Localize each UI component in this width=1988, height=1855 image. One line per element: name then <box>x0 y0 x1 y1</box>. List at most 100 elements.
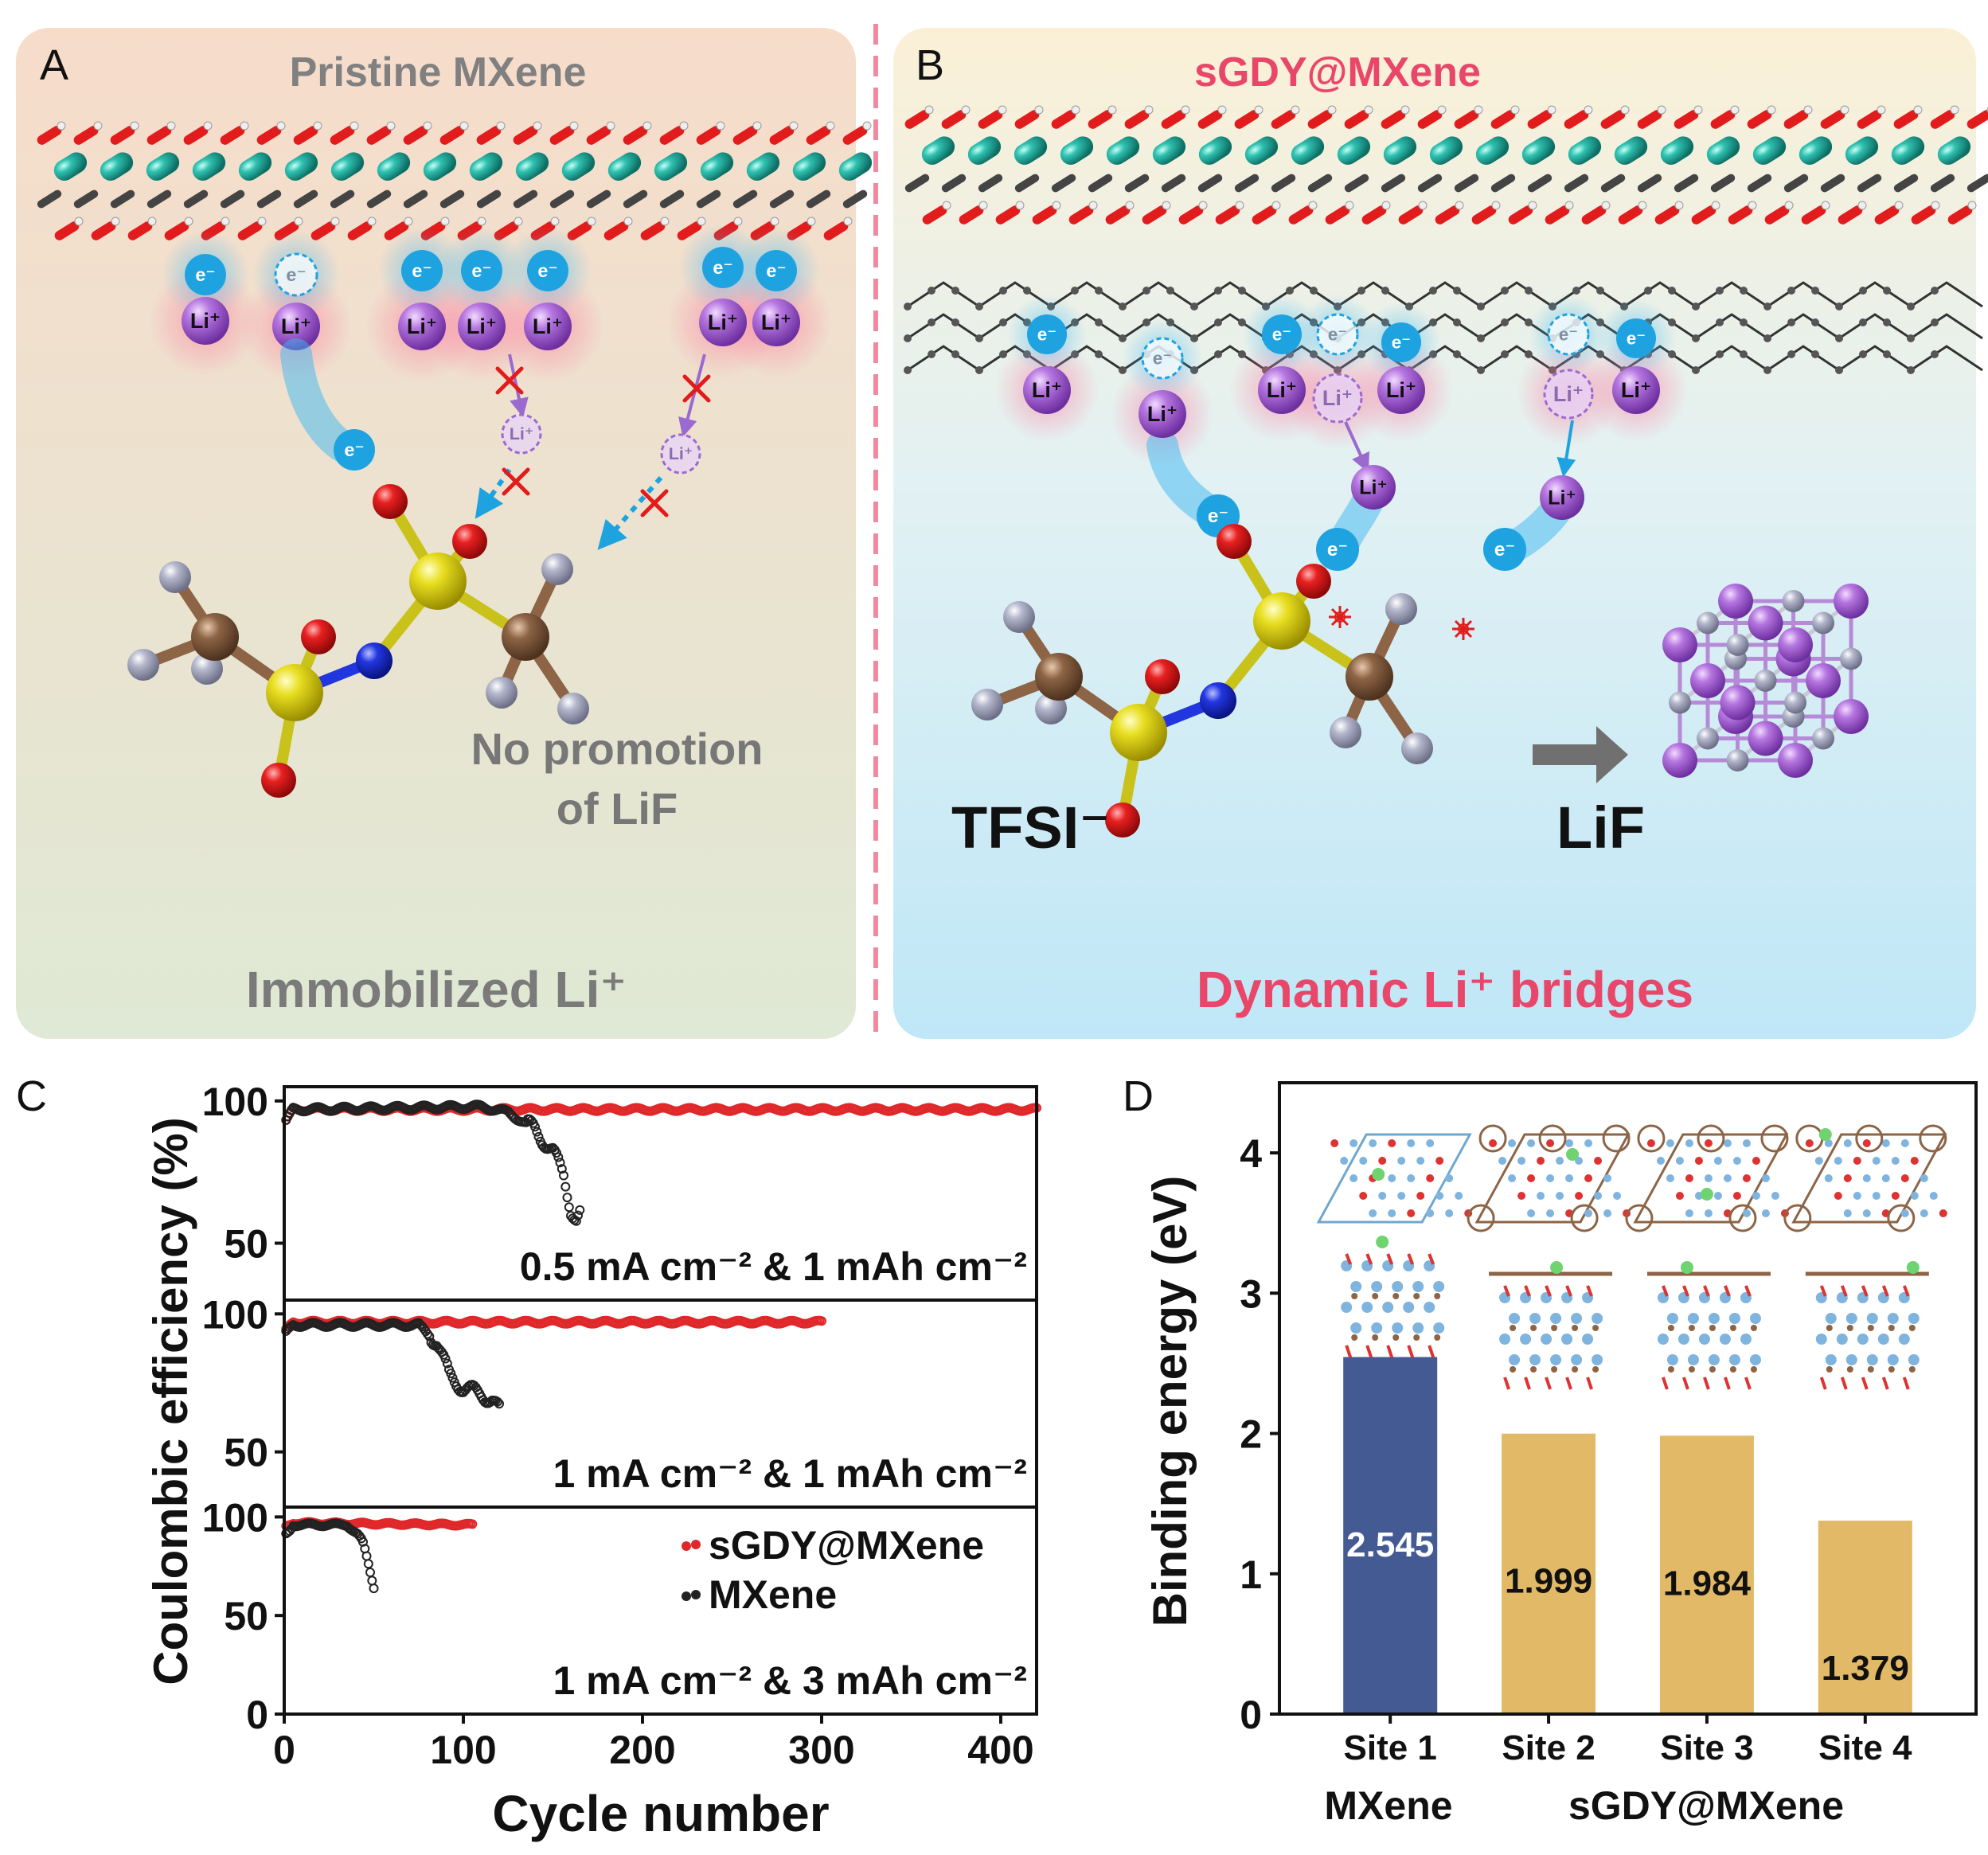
graphdiyne-carbon <box>1190 303 1198 310</box>
lithium-ion-icon: Li⁺ <box>1258 366 1306 414</box>
inset-atom <box>1687 1354 1699 1365</box>
mxene-h-atom <box>257 217 267 226</box>
mxene-o-atom <box>1893 110 1919 129</box>
inset-atom <box>1732 1157 1741 1165</box>
mxene-o-atom <box>1417 110 1443 129</box>
graphdiyne-carbon <box>1740 350 1748 358</box>
inset-atom <box>1666 1174 1674 1182</box>
blocked-transfer-arrow <box>475 468 512 519</box>
inset-atom <box>1424 1302 1435 1313</box>
mxene-o-atom <box>256 126 282 145</box>
inset-oh-bond <box>1545 1377 1552 1390</box>
inset-atom <box>1571 1313 1583 1324</box>
f-lattice-atom <box>1812 727 1834 750</box>
mxene-h-atom <box>350 121 359 131</box>
mxene-o-atom <box>127 221 153 240</box>
inset-atom <box>1433 1322 1445 1334</box>
graphdiyne-carbon <box>1763 366 1771 374</box>
mxene-h-atom <box>1950 105 1959 115</box>
inset-atom <box>1646 1139 1655 1147</box>
lithium-ion-icon: Li⁺ <box>1377 366 1425 414</box>
mxene-o-atom <box>978 110 1003 129</box>
mxene-o-atom <box>347 221 373 240</box>
graphdiyne-carbon <box>999 350 1007 358</box>
inset-atom <box>1939 1209 1947 1217</box>
reaction-arrow-icon <box>1533 726 1628 783</box>
mxene-o-atom <box>220 126 245 145</box>
inset-atom <box>1881 1174 1890 1182</box>
lithium-ion-icon: Li⁺ <box>458 303 506 350</box>
mxene-c-atom <box>37 189 62 209</box>
inset-atom <box>1546 1139 1555 1147</box>
inset-atom <box>1397 1192 1406 1200</box>
inset-oh-bond <box>1902 1377 1910 1390</box>
lithium-ion-icon: Li⁺ <box>1543 369 1594 420</box>
inset-atom <box>1826 1325 1833 1331</box>
mxene-h-atom <box>1327 105 1337 115</box>
inset-atom <box>1815 1334 1827 1345</box>
ion-label: Li⁺ <box>761 310 791 334</box>
inset-li-site <box>1906 1261 1920 1274</box>
inset-ring <box>1602 1124 1631 1153</box>
mxene-o-atom <box>1838 205 1863 225</box>
mxene-ti-atom <box>1106 136 1140 165</box>
mxene-c-atom <box>941 174 967 193</box>
mxene-c-atom <box>1564 174 1589 193</box>
mxene-h-atom <box>1730 105 1740 115</box>
chart-c-xlabel: Cycle number <box>492 1785 829 1842</box>
chart-c-ylabel: Coulombic efficiency (%) <box>144 1117 197 1685</box>
graphdiyne-carbon <box>1811 287 1819 295</box>
mxene-o-atom <box>769 126 795 145</box>
mxene-o-atom <box>1124 110 1150 129</box>
electron-icon: e⁻ <box>461 250 502 291</box>
inset-atom <box>1392 1322 1404 1334</box>
mxene-h-atom <box>807 217 816 226</box>
inset-ring <box>1728 1204 1757 1232</box>
mxene-h-atom <box>770 217 779 226</box>
mxene-o-atom <box>659 126 685 145</box>
ion-label: e⁻ <box>1328 325 1347 345</box>
ion-label: e⁻ <box>1327 539 1348 560</box>
mxene-c-atom <box>1783 174 1809 193</box>
inset-atom <box>1891 1192 1900 1200</box>
mxene-o-atom <box>1398 205 1424 225</box>
inset-atom <box>1392 1334 1400 1341</box>
bar-value-label: 1.999 <box>1505 1562 1592 1601</box>
inset-atom <box>1845 1313 1857 1324</box>
mxene-h-atom <box>1437 105 1447 115</box>
lithium-ion-icon: Li⁺ <box>1312 373 1363 424</box>
inset-atom <box>1910 1157 1919 1165</box>
inset-atom <box>1723 1139 1732 1147</box>
mxene-c-atom <box>1600 174 1626 193</box>
mxene-o-atom <box>1783 110 1809 129</box>
inset-oh-bond <box>1586 1377 1593 1390</box>
inset-atom <box>1843 1209 1852 1217</box>
mxene-h-atom <box>1052 201 1061 210</box>
inset-atom <box>1677 1334 1689 1345</box>
ion-label: Li⁺ <box>1621 378 1651 402</box>
mxene-h-atom <box>1034 105 1044 115</box>
graphdiyne-carbon <box>1644 287 1652 295</box>
inset-atom <box>1351 1334 1358 1341</box>
mxene-h-atom <box>533 121 542 131</box>
mxene-h-atom <box>1217 105 1227 115</box>
inset-ring <box>1795 1124 1824 1153</box>
mxene-o-atom <box>513 126 538 145</box>
fluorine-atom <box>1330 717 1361 748</box>
inset-oh-bond <box>1386 1253 1394 1265</box>
inset-atom <box>1825 1354 1837 1365</box>
inset-atom <box>1572 1325 1579 1331</box>
mxene-h-atom <box>1088 201 1098 210</box>
inset-atom <box>1592 1313 1603 1324</box>
inset-oh-bond <box>1407 1345 1415 1358</box>
inset-atom <box>1435 1192 1444 1200</box>
mxene-o-atom <box>1600 110 1626 129</box>
mxene-o-atom <box>1142 205 1167 225</box>
ion-ball <box>1258 366 1306 414</box>
mxene-c-atom <box>1747 174 1772 193</box>
ion-label: e⁻ <box>1392 333 1411 353</box>
mxene-c-atom <box>732 189 758 209</box>
mxene-ti-atom <box>1475 136 1510 165</box>
mxene-ti-atom <box>921 136 955 165</box>
li-migration-arrow <box>1556 420 1576 478</box>
